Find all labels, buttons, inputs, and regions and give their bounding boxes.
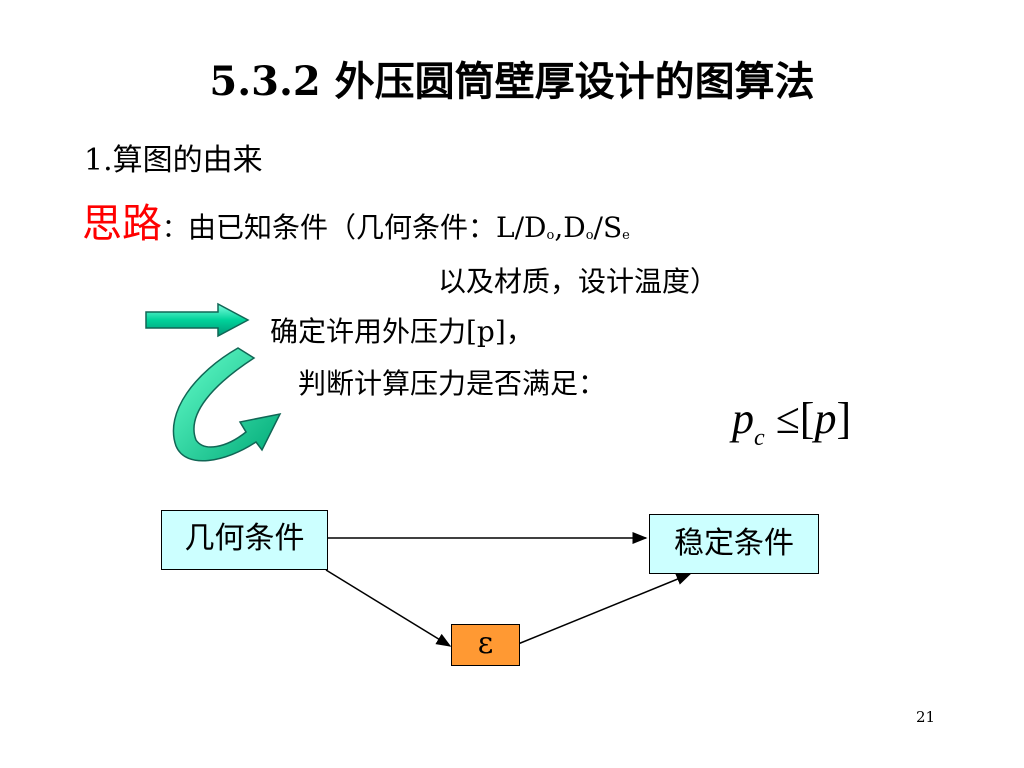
idea-label: 思路	[82, 201, 162, 247]
materials-line: 以及材质，设计温度）	[438, 265, 719, 298]
idea-text: 由已知条件（几何条件：L/Do,Do/Se	[188, 211, 630, 244]
subscript-e: e	[622, 228, 630, 243]
check-pressure-line: 判断计算压力是否满足：	[298, 367, 607, 400]
right-arrow-icon	[145, 302, 250, 338]
subscript-o-1: o	[546, 228, 555, 243]
geometry-condition-box: 几何条件	[161, 510, 328, 570]
subscript-o-2: o	[585, 228, 594, 243]
slide-title: 5.3.2 外压圆筒壁厚设计的图算法	[209, 58, 815, 105]
arrow-epsilon-to-stability	[517, 573, 692, 645]
curved-arrow-icon	[172, 347, 282, 462]
formula-close: ]	[836, 394, 852, 443]
idea-text-comma: ,D	[554, 211, 586, 244]
formula-sub-c: c	[754, 425, 765, 451]
formula-operator: ≤[	[764, 394, 815, 443]
idea-text-part-a: 由已知条件（几何条件：L/D	[188, 211, 547, 244]
page-number: 21	[916, 708, 936, 726]
formula-p: p	[732, 394, 754, 443]
arrow-geometry-to-epsilon	[325, 569, 452, 647]
idea-line: 思路：由已知条件（几何条件：L/Do,Do/Se	[82, 200, 630, 260]
allowable-pressure-line: 确定许用外压力[p]，	[270, 315, 534, 348]
formula-p-allowable: p	[814, 394, 837, 443]
epsilon-box: ε	[451, 624, 520, 666]
section-subtitle: 1.算图的由来	[84, 143, 263, 178]
idea-text-slash-s: /S	[593, 211, 623, 244]
pressure-inequality: pc ≤[p]	[732, 392, 851, 465]
idea-colon: ：	[162, 214, 189, 244]
stability-condition-box: 稳定条件	[649, 514, 819, 574]
